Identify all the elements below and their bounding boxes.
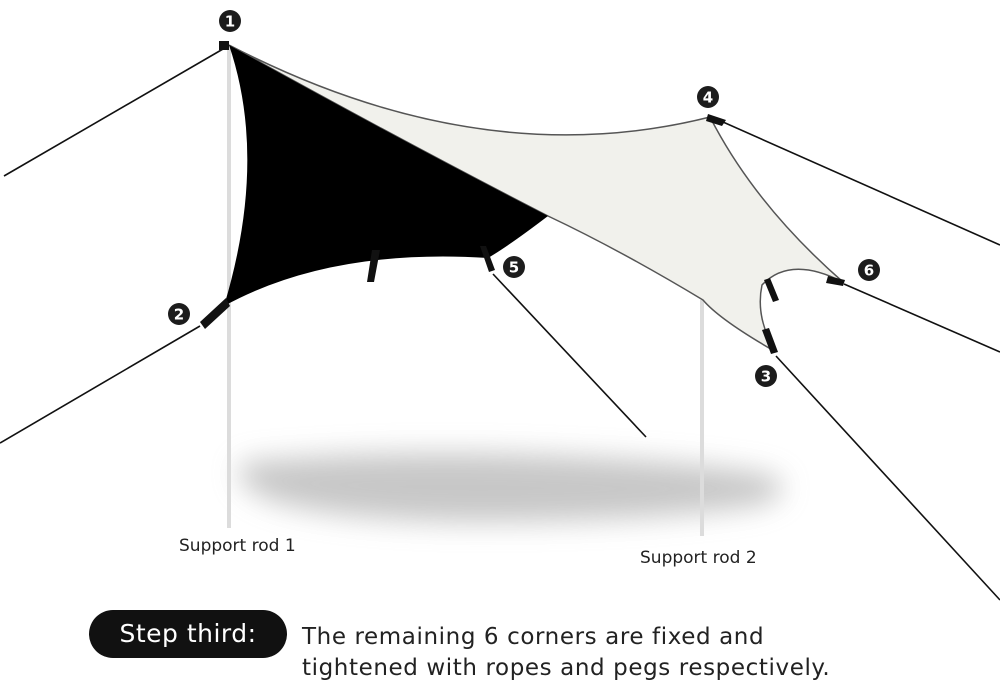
marker-5: 5 — [503, 256, 525, 278]
svg-text:4: 4 — [703, 89, 713, 107]
strap-3 — [762, 328, 778, 354]
svg-text:2: 2 — [174, 306, 184, 324]
strap-mid-dark — [367, 250, 380, 282]
support-rod-1-label: Support rod 1 — [179, 536, 296, 556]
marker-3: 3 — [755, 365, 777, 387]
canopy-dark — [224, 45, 548, 306]
step-description: The remaining 6 corners are fixed and ti… — [302, 622, 982, 684]
svg-text:3: 3 — [761, 368, 771, 386]
marker-6: 6 — [858, 259, 880, 281]
strap-4 — [706, 114, 726, 126]
rope-3 — [775, 355, 1000, 601]
svg-text:5: 5 — [509, 259, 519, 277]
strap-5 — [480, 246, 495, 272]
rope-5 — [492, 273, 647, 438]
rope-6 — [843, 283, 1000, 353]
rope-4 — [722, 121, 1000, 246]
strap-1 — [219, 41, 229, 50]
support-rod-2-label: Support rod 2 — [640, 548, 757, 568]
marker-2: 2 — [168, 303, 190, 325]
rope-1 — [3, 48, 224, 177]
step-description-line-1: The remaining 6 corners are fixed and — [302, 624, 765, 650]
marker-1: 1 — [219, 10, 241, 32]
strap-6 — [826, 276, 845, 286]
strap-mid-light — [764, 278, 779, 302]
step-badge: Step third: — [89, 610, 287, 658]
svg-text:6: 6 — [864, 262, 874, 280]
step-description-line-2: tightened with ropes and pegs respective… — [302, 655, 831, 681]
marker-4: 4 — [697, 86, 719, 108]
rope-2 — [0, 325, 201, 444]
svg-text:1: 1 — [225, 13, 235, 31]
canopy-light — [228, 44, 844, 353]
ground-shadow — [238, 453, 783, 522]
strap-2 — [200, 298, 230, 329]
